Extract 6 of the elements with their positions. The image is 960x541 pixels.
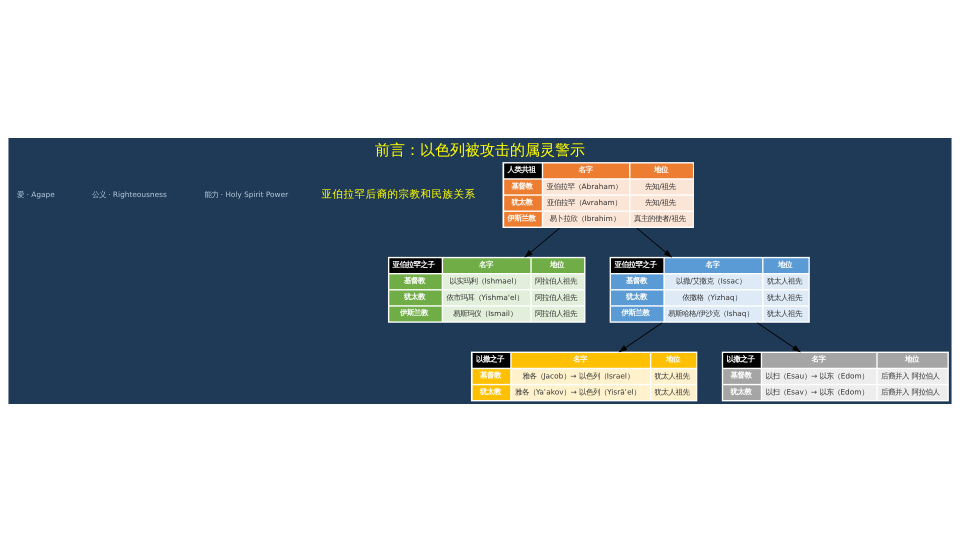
- diagram-title: 前言：以色列被攻击的属灵警示: [375, 142, 585, 159]
- arrow: [524, 227, 560, 258]
- arrow: [756, 322, 801, 352]
- arrow: [636, 227, 672, 258]
- arrow: [618, 322, 663, 352]
- label: 亚伯拉罕后裔的宗教和民族关系: [322, 187, 476, 200]
